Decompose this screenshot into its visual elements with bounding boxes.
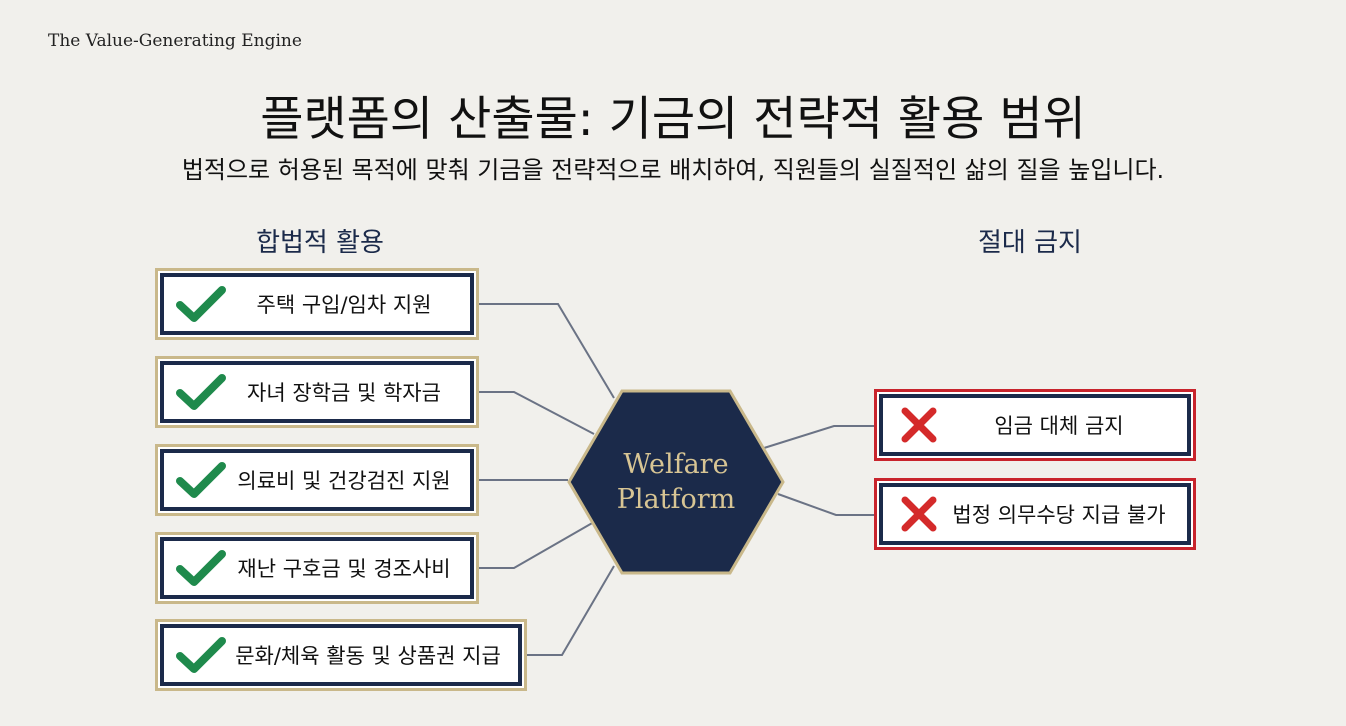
prohibited-item-card: 임금 대체 금지 [874, 389, 1196, 461]
allowed-item-label: 주택 구입/임차 지원 [256, 293, 432, 317]
connector-line [526, 565, 615, 656]
hexagon-label-line2: Platform [616, 484, 736, 515]
connector-line [777, 493, 876, 516]
allowed-heading: 합법적 활용 [256, 228, 384, 258]
allowed-item-card: 자녀 장학금 및 학자금 [155, 356, 479, 428]
connector-line [478, 521, 595, 569]
prohibited-item-label: 법정 의무수당 지급 불가 [952, 503, 1166, 527]
welfare-platform-hexagon [567, 389, 785, 575]
allowed-item-label: 자녀 장학금 및 학자금 [247, 381, 441, 405]
connector-line [478, 303, 615, 399]
check-icon [176, 637, 226, 673]
prohibited-item-label: 임금 대체 금지 [994, 414, 1124, 438]
allowed-item-label: 의료비 및 건강검진 지원 [237, 469, 451, 493]
prohibited-item-card: 법정 의무수당 지급 불가 [874, 478, 1196, 550]
check-icon [176, 286, 226, 322]
brand-label: The Value-Generating Engine [48, 31, 302, 51]
check-icon [176, 462, 226, 498]
connector-line [478, 391, 595, 435]
allowed-item-label: 재난 구호금 및 경조사비 [237, 557, 451, 581]
page-title: 플랫폼의 산출물: 기금의 전략적 활용 범위 [260, 92, 1086, 147]
connector-line [763, 425, 876, 449]
cross-icon [901, 407, 937, 443]
allowed-item-card: 문화/체육 활동 및 상품권 지급 [155, 619, 527, 691]
hexagon-label-line1: Welfare [623, 448, 729, 480]
allowed-item-card: 주택 구입/임차 지원 [155, 268, 479, 340]
page-subtitle: 법적으로 허용된 목적에 맞춰 기금을 전략적으로 배치하여, 직원들의 실질적… [181, 156, 1165, 184]
allowed-item-card: 의료비 및 건강검진 지원 [155, 444, 479, 516]
prohibited-heading: 절대 금지 [978, 228, 1082, 258]
check-icon [176, 550, 226, 586]
cross-icon [901, 496, 937, 532]
check-icon [176, 374, 226, 410]
allowed-item-label: 문화/체육 활동 및 상품권 지급 [235, 644, 501, 668]
allowed-item-card: 재난 구호금 및 경조사비 [155, 532, 479, 604]
hexagon-label: Welfare Platform [566, 388, 786, 576]
